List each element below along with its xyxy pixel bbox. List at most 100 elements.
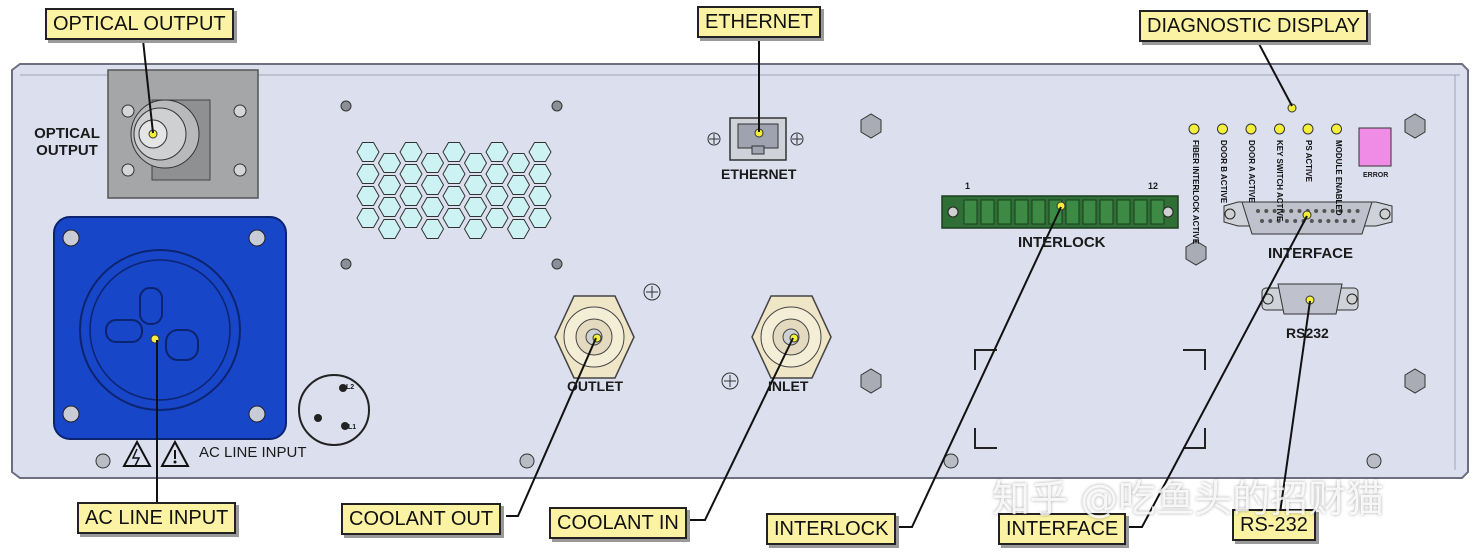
terminal-slot <box>1150 199 1165 225</box>
panel-screws <box>95 100 1426 469</box>
db25-pin <box>1322 209 1327 213</box>
vent-hole <box>506 153 531 173</box>
plug-diagram-icon <box>298 374 370 446</box>
optical-output-panel-label: OPTICAL OUTPUT <box>33 125 101 159</box>
interlock-panel-label: INTERLOCK <box>1018 234 1106 251</box>
led-label-door-a: DOOR A ACTIVE <box>1247 140 1256 203</box>
callout-rs232: RS-232 <box>1232 509 1316 541</box>
vent-hole <box>420 175 445 195</box>
db25-pin <box>1264 209 1269 213</box>
vent-hole <box>442 164 466 184</box>
ethernet-panel-label: ETHERNET <box>721 166 797 182</box>
vent-hole <box>485 164 509 184</box>
terminal-slot <box>1116 199 1131 225</box>
db25-pin <box>1326 219 1331 223</box>
vent-hole <box>399 142 423 162</box>
db25-pin <box>1276 219 1281 223</box>
coolant-outlet-fitting <box>554 295 635 379</box>
db25-pin <box>1297 209 1302 213</box>
callout-interface: INTERFACE <box>998 513 1127 545</box>
terminal-slot <box>1082 199 1097 225</box>
db25-pin <box>1289 209 1294 213</box>
optical-output-label-line2: OUTPUT <box>36 142 98 159</box>
vent-hole <box>528 186 552 206</box>
vent-hole <box>377 153 402 173</box>
terminal-slot <box>997 199 1012 225</box>
vent-hole <box>528 164 552 184</box>
terminal-slot <box>1031 199 1046 225</box>
vent-hole <box>420 197 445 217</box>
callout-diagnostic-display: DIAGNOSTIC DISPLAY <box>1139 10 1369 42</box>
inlet-panel-label: INLET <box>768 378 809 394</box>
vent-hole <box>485 208 509 228</box>
vent-hole <box>399 208 423 228</box>
ground-l1-label: L1 <box>348 424 357 431</box>
vent-hole <box>399 186 423 206</box>
diagnostic-leds <box>1188 123 1342 135</box>
callout-optical-output: OPTICAL OUTPUT <box>45 8 234 40</box>
interface-panel-label: INTERFACE <box>1268 245 1354 262</box>
diagnostic-led <box>1217 123 1228 135</box>
terminal-slot <box>1133 199 1148 225</box>
warning-icon <box>122 439 190 467</box>
error-indicator <box>1358 127 1392 167</box>
vent-hole <box>506 197 531 217</box>
diagnostic-led <box>1331 123 1342 135</box>
diagnostic-led <box>1188 123 1200 135</box>
vent-hole <box>485 186 509 206</box>
optical-output-label-line1: OPTICAL <box>34 125 100 142</box>
vent-hole <box>528 208 552 228</box>
vent-hole <box>442 208 466 228</box>
ground-l2-label: L2 <box>346 384 355 391</box>
diagnostic-led <box>1302 123 1314 135</box>
db25-pin <box>1355 209 1360 213</box>
label-area-brackets <box>974 349 1206 449</box>
outlet-panel-label: OUTLET <box>567 378 623 394</box>
rs232-panel-label: RS232 <box>1286 325 1329 341</box>
interlock-terminal-block <box>941 195 1179 229</box>
led-label-ps-active: PS ACTIVE <box>1304 140 1313 182</box>
vent-hole <box>356 164 380 184</box>
terminal-slot <box>1014 199 1029 225</box>
vent-hole <box>442 186 466 206</box>
db25-pin <box>1260 219 1264 223</box>
callout-interlock: INTERLOCK <box>766 513 897 545</box>
vent-hole <box>420 153 445 173</box>
db25-pin <box>1309 219 1314 223</box>
led-label-key-switch: KEY SWITCH ACTIVE <box>1275 140 1284 222</box>
callout-ethernet: ETHERNET <box>697 6 821 38</box>
vent-hole <box>463 197 488 217</box>
terminal-slot <box>963 199 978 225</box>
rs232-db9-connector <box>1261 283 1359 315</box>
vent-hole <box>399 164 423 184</box>
callout-ac-line-input: AC LINE INPUT <box>77 502 237 534</box>
ventilation-grid <box>356 142 552 239</box>
terminal-slot <box>1099 199 1114 225</box>
ac-line-input-panel-label: AC LINE INPUT <box>199 444 307 461</box>
diagnostic-led <box>1274 123 1285 135</box>
vent-hole <box>463 219 488 239</box>
vent-hole <box>463 175 488 195</box>
db25-pin <box>1343 219 1347 223</box>
db25-pin <box>1314 209 1319 213</box>
coolant-inlet-fitting <box>751 295 832 379</box>
db25-pin <box>1272 209 1277 213</box>
db25-pin <box>1280 209 1285 213</box>
db25-pin <box>1339 209 1343 213</box>
db25-pin <box>1351 219 1356 223</box>
vent-hole <box>506 175 531 195</box>
callout-coolant-in: COOLANT IN <box>549 507 687 539</box>
vent-hole <box>528 142 552 162</box>
chassis-panel <box>11 63 1469 479</box>
callout-coolant-out: COOLANT OUT <box>341 503 502 535</box>
vent-hole <box>377 219 402 239</box>
vent-hole <box>356 142 380 162</box>
vent-hole <box>356 208 380 228</box>
vent-hole <box>420 219 445 239</box>
terminal-slot <box>1065 199 1080 225</box>
db25-pin <box>1293 219 1298 223</box>
db25-pin <box>1330 209 1335 213</box>
db25-pin <box>1256 209 1260 213</box>
